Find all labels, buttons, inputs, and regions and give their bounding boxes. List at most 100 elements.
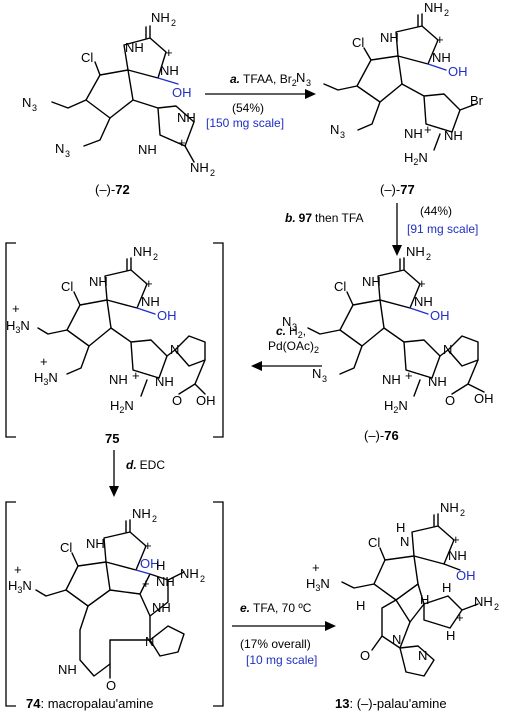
atom-n: N bbox=[400, 534, 409, 549]
atom-cl: Cl bbox=[334, 279, 346, 294]
atom-h: H bbox=[420, 592, 429, 607]
atom-nh: NH bbox=[177, 110, 196, 125]
atom-h3n: H3N bbox=[8, 578, 32, 595]
atom-nh: NH bbox=[380, 30, 399, 45]
atom-nh: NH bbox=[428, 374, 447, 389]
atom-oh: OH bbox=[172, 85, 192, 100]
atom-nh2: NH bbox=[424, 0, 443, 15]
compound-label-74: 74: macropalau'amine bbox=[26, 696, 154, 711]
step-e-scale: [10 mg scale] bbox=[246, 653, 317, 667]
atom-nh2: NH bbox=[190, 160, 209, 175]
atom-sub: 3 bbox=[306, 78, 311, 88]
atom-nh2: NH bbox=[151, 10, 170, 25]
atom-sub: 2 bbox=[171, 18, 176, 28]
atom-h: H bbox=[396, 520, 405, 535]
atom-nh: NH bbox=[141, 294, 160, 309]
atom-cl: Cl bbox=[81, 50, 93, 65]
charge-plus: + bbox=[142, 576, 150, 591]
charge-plus: + bbox=[405, 368, 413, 383]
charge-plus: + bbox=[178, 135, 186, 150]
bracket-right-74 bbox=[213, 501, 224, 707]
atom-h2n: H2N bbox=[110, 398, 134, 415]
atom-nh: NH bbox=[138, 142, 157, 157]
atom-cl: Cl bbox=[60, 540, 72, 555]
atom-nh2: NH bbox=[406, 244, 425, 259]
charge-plus: + bbox=[418, 276, 426, 291]
charge-plus: + bbox=[456, 610, 464, 625]
atom-h: H bbox=[156, 558, 165, 573]
atom-sub: 2 bbox=[426, 252, 431, 262]
atom-n: N bbox=[392, 632, 401, 647]
atom-sub: 2 bbox=[444, 8, 449, 18]
compound-label-72: (–)-72 bbox=[95, 182, 130, 197]
atom-n3: N bbox=[312, 366, 321, 381]
atom-h: H bbox=[442, 580, 451, 595]
charge-plus: + bbox=[312, 560, 320, 575]
atom-n3: N bbox=[22, 95, 31, 110]
atom-cl: Cl bbox=[352, 35, 364, 50]
atom-n3: N bbox=[282, 314, 291, 329]
atom-sub: 3 bbox=[65, 149, 70, 159]
atom-h2n: H2N bbox=[404, 150, 428, 167]
atom-h3n: H3N bbox=[6, 318, 30, 335]
atom-o: O bbox=[360, 648, 370, 663]
step-a-reagents: a.TFAA, Br2 bbox=[230, 72, 297, 88]
atom-nh: NH bbox=[160, 63, 179, 78]
atom-nh: NH bbox=[448, 548, 467, 563]
atom-o: O bbox=[172, 393, 182, 408]
compound-label-13: 13: (–)-palau'amine bbox=[335, 696, 447, 711]
atom-nh: NH bbox=[125, 40, 144, 55]
step-c-line2: Pd(OAc)2 bbox=[268, 339, 319, 355]
atom-nh: NH bbox=[89, 274, 108, 289]
atom-nh: NH bbox=[432, 50, 451, 65]
atom-nh: NH bbox=[156, 574, 175, 589]
atom-nh: NH bbox=[155, 374, 174, 389]
atom-h3n: H3N bbox=[306, 576, 330, 593]
atom-oh: OH bbox=[140, 556, 160, 571]
step-e-reagents: e.TFA, 70 ºC bbox=[240, 601, 312, 615]
atom-n3: N bbox=[330, 122, 339, 137]
charge-plus: + bbox=[424, 122, 432, 137]
compound-77-structure: NH 2 + NH NH Cl OH Br N 3 N 3 NH NH + H2… bbox=[296, 0, 484, 167]
atom-n: N bbox=[145, 634, 154, 649]
charge-plus: + bbox=[12, 301, 20, 316]
atom-nh: NH bbox=[362, 274, 381, 289]
charge-plus: + bbox=[452, 532, 460, 547]
step-b-yield: (44%) bbox=[420, 204, 452, 218]
bracket-left-75 bbox=[5, 242, 16, 438]
atom-nh: NH bbox=[86, 536, 105, 551]
atom-o: O bbox=[445, 393, 455, 408]
atom-n3: N bbox=[55, 141, 64, 156]
charge-plus: + bbox=[14, 562, 22, 577]
compound-label-75: 75 bbox=[105, 431, 119, 446]
atom-nh2: NH bbox=[133, 244, 152, 259]
atom-nh2: NH bbox=[180, 566, 199, 581]
charge-plus: + bbox=[132, 368, 140, 383]
atom-h: H bbox=[356, 598, 365, 613]
step-d-reagents: d.EDC bbox=[126, 458, 165, 472]
atom-cl: Cl bbox=[61, 279, 73, 294]
atom-cl: Cl bbox=[368, 535, 380, 550]
atom-n3: N bbox=[296, 70, 305, 85]
bracket-left-74 bbox=[5, 501, 16, 707]
atom-sub: 2 bbox=[460, 508, 465, 518]
charge-plus: + bbox=[144, 538, 152, 553]
charge-plus: + bbox=[165, 45, 173, 60]
atom-sub: 2 bbox=[210, 168, 215, 178]
atom-sub: 3 bbox=[322, 374, 327, 384]
atom-sub: 2 bbox=[494, 602, 499, 612]
atom-oh: OH bbox=[456, 568, 476, 583]
atom-h3n: H3N bbox=[34, 370, 58, 387]
charge-plus: + bbox=[145, 276, 153, 291]
step-e-yield: (17% overall) bbox=[240, 637, 311, 651]
atom-oh: OH bbox=[474, 391, 494, 406]
compound-75-structure: NH 2 + NH NH Cl OH H3N + H3N + N NH NH +… bbox=[6, 244, 216, 415]
atom-nh: NH bbox=[152, 600, 171, 615]
atom-nh2: NH bbox=[474, 594, 493, 609]
compound-72-structure: NH 2 + NH NH Cl OH N 3 N 3 NH + NH 2 NH bbox=[22, 10, 215, 178]
atom-nh2: NH bbox=[440, 500, 459, 515]
atom-h: H bbox=[446, 628, 455, 643]
atom-o: O bbox=[106, 678, 116, 693]
